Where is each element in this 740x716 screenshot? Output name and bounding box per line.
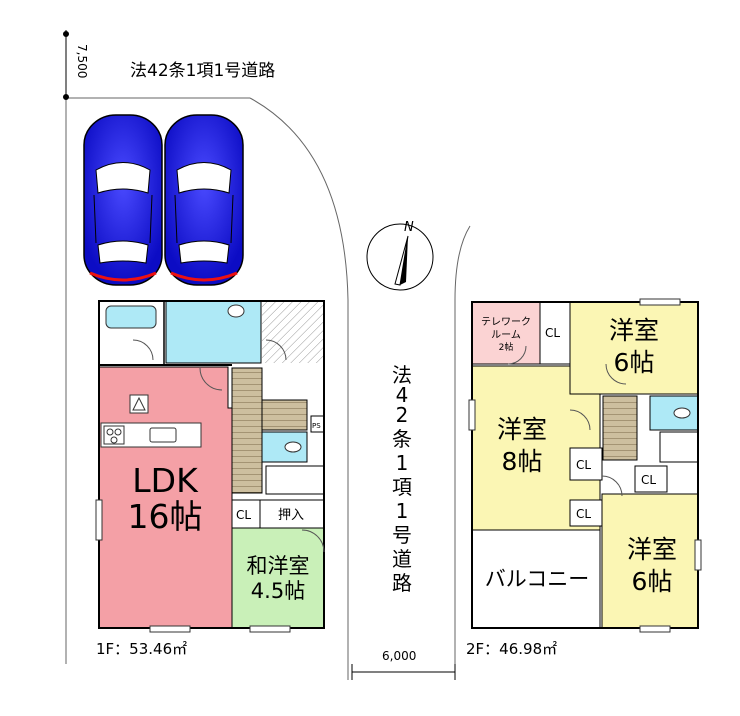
closet xyxy=(569,499,603,527)
stairs xyxy=(602,395,638,461)
entrance xyxy=(265,465,325,495)
ldk-label: LDK xyxy=(132,461,199,500)
road-side-char: 条 xyxy=(392,427,412,451)
stairs xyxy=(231,367,263,494)
telework-label-2: ルーム xyxy=(491,329,521,341)
road-side-char: 路 xyxy=(392,571,412,595)
washitsu-label: 和洋室 xyxy=(247,554,310,578)
toilet-icon xyxy=(284,441,302,453)
window xyxy=(95,499,103,541)
bedroom-w-size-label: 8帖 xyxy=(502,447,543,476)
dim-top-label: 7,500 xyxy=(75,44,89,78)
closet-label: CL xyxy=(576,458,591,472)
road-label-top: 法42条1項1号道路 xyxy=(130,61,275,81)
washroom xyxy=(165,300,262,364)
window xyxy=(249,625,291,633)
road-side-char: 2 xyxy=(396,403,409,427)
stairs xyxy=(659,431,699,463)
stove-icon xyxy=(103,425,125,445)
washitsu-size-label: 4.5帖 xyxy=(251,579,305,603)
oshiire xyxy=(259,499,325,529)
dim-bottom-label: 6,000 xyxy=(382,649,416,663)
road-side-char: 4 xyxy=(396,383,409,407)
telework-label: テレワーク xyxy=(481,316,531,328)
closet-label: CL xyxy=(545,326,560,340)
closet xyxy=(569,447,603,481)
floor2-area: 2F：46.98㎡ xyxy=(466,640,557,658)
compass-icon: N xyxy=(366,220,434,291)
bedroom-ne xyxy=(569,301,699,395)
bathtub-icon xyxy=(105,305,157,329)
road-side-char: 道 xyxy=(392,547,412,571)
ps-label: PS xyxy=(312,422,321,430)
road-side-char: 1 xyxy=(396,451,409,475)
floor1-plan: PS CL 押入 LDK 16帖 和洋室 4.5帖 1F：53.46㎡ xyxy=(95,300,325,658)
balcony-label: バルコニー xyxy=(485,567,590,591)
car-icon xyxy=(83,114,163,286)
bedroom-ne-label: 洋室 xyxy=(609,316,659,345)
window xyxy=(639,298,681,306)
window xyxy=(694,539,702,571)
balcony xyxy=(471,529,601,629)
road-side-char: 号 xyxy=(392,523,412,547)
road-side-char: 項 xyxy=(392,475,412,499)
window xyxy=(468,399,476,431)
road-label-side: 法 4 2 条 1 項 1 号 道 路 xyxy=(392,363,412,595)
kitchen-sink-icon xyxy=(149,427,177,443)
closet xyxy=(634,465,668,493)
compass-north-label: N xyxy=(404,220,414,235)
road-side-char: 1 xyxy=(396,499,409,523)
floor2-plan: CL CL CL CL テレワーク ルーム 2帖 xyxy=(466,298,702,658)
site-boundary xyxy=(65,97,471,680)
car-icon xyxy=(164,114,244,286)
closet-label: CL xyxy=(641,473,656,487)
stairs xyxy=(261,399,308,431)
oshiire-label: 押入 xyxy=(278,508,304,523)
toilet-icon xyxy=(673,407,691,419)
dimension-lines xyxy=(63,30,456,680)
closet-label: CL xyxy=(236,508,251,522)
telework-size-label: 2帖 xyxy=(499,341,514,353)
washitsu-room xyxy=(231,527,325,629)
window xyxy=(149,625,191,633)
porch-area xyxy=(262,301,324,363)
closet-label: CL xyxy=(576,507,591,521)
telework-room xyxy=(471,301,541,365)
sink-icon xyxy=(227,304,245,318)
ldk-size-label: 16帖 xyxy=(128,497,203,536)
closet xyxy=(231,499,261,529)
bedroom-se-label: 洋室 xyxy=(627,535,677,564)
bedroom-se-size-label: 6帖 xyxy=(632,567,673,596)
bedroom-ne-size-label: 6帖 xyxy=(614,348,655,377)
closet xyxy=(539,301,571,365)
window xyxy=(639,625,671,633)
road-side-char: 法 xyxy=(392,363,412,387)
fridge-marker xyxy=(129,394,149,414)
bedroom-w-label: 洋室 xyxy=(497,415,547,444)
floor1-area: 1F：53.46㎡ xyxy=(96,640,187,658)
